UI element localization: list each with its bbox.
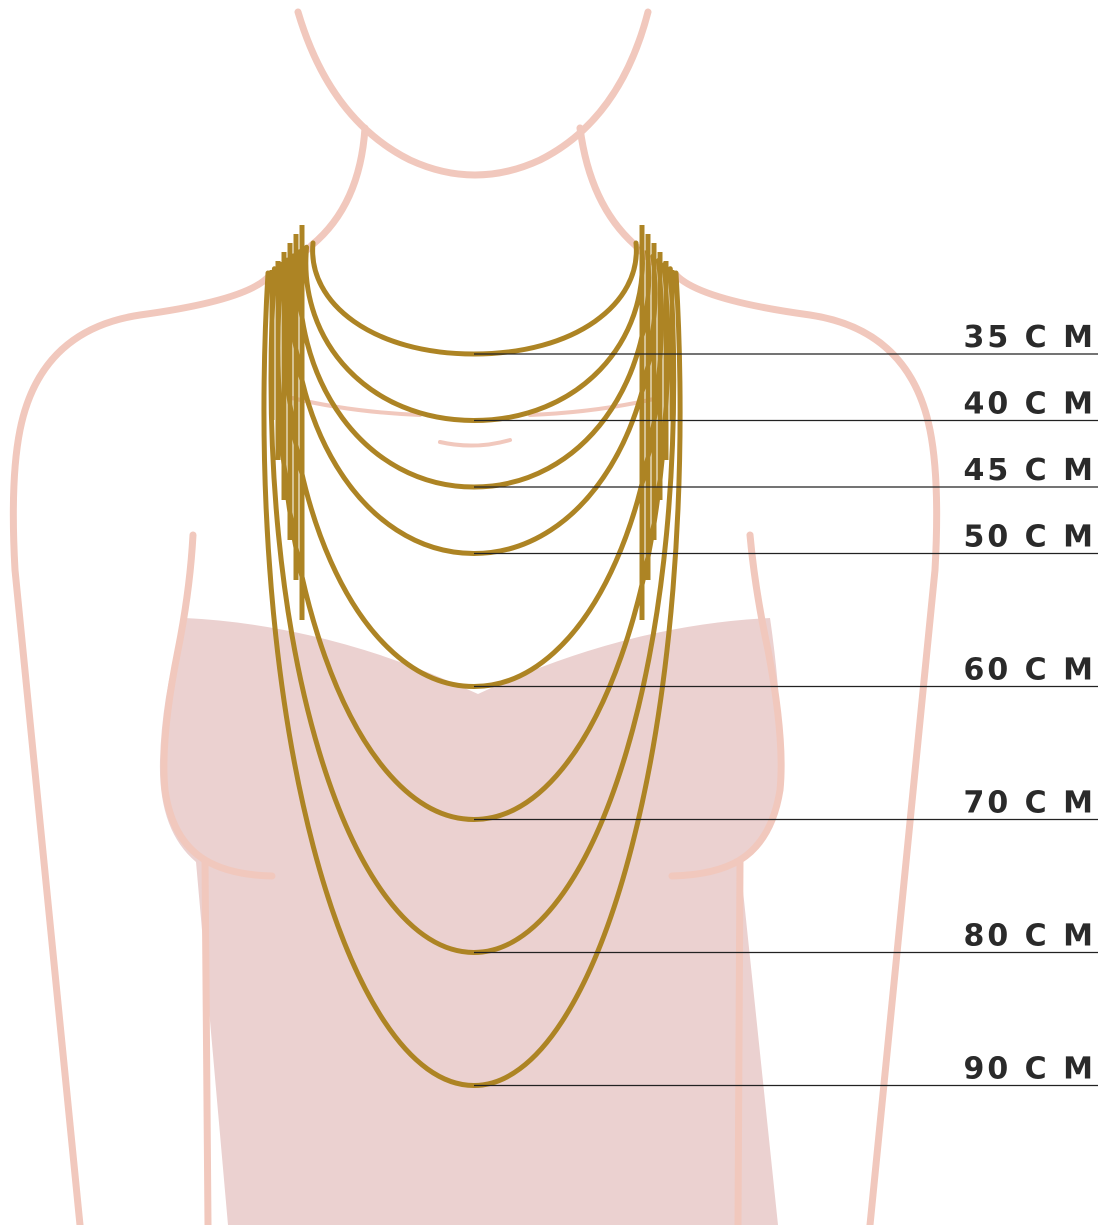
necklace-chain-45cm — [299, 252, 649, 487]
length-label-40cm: 40 C M — [963, 387, 1096, 422]
sternum-notch — [440, 440, 510, 446]
length-label-80cm: 80 C M — [963, 919, 1096, 954]
head-outline — [298, 12, 648, 175]
length-label-90cm: 90 C M — [963, 1052, 1096, 1087]
length-label-70cm: 70 C M — [963, 786, 1096, 821]
length-label-35cm: 35 C M — [963, 320, 1096, 355]
length-label-50cm: 50 C M — [963, 520, 1096, 555]
necklace-chain-40cm — [306, 247, 643, 420]
length-label-45cm: 45 C M — [963, 453, 1096, 488]
dress-fill — [160, 618, 781, 1225]
necklace-chain-50cm — [292, 256, 655, 554]
necklace-chain-35cm — [313, 243, 637, 354]
length-label-60cm: 60 C M — [963, 653, 1096, 688]
